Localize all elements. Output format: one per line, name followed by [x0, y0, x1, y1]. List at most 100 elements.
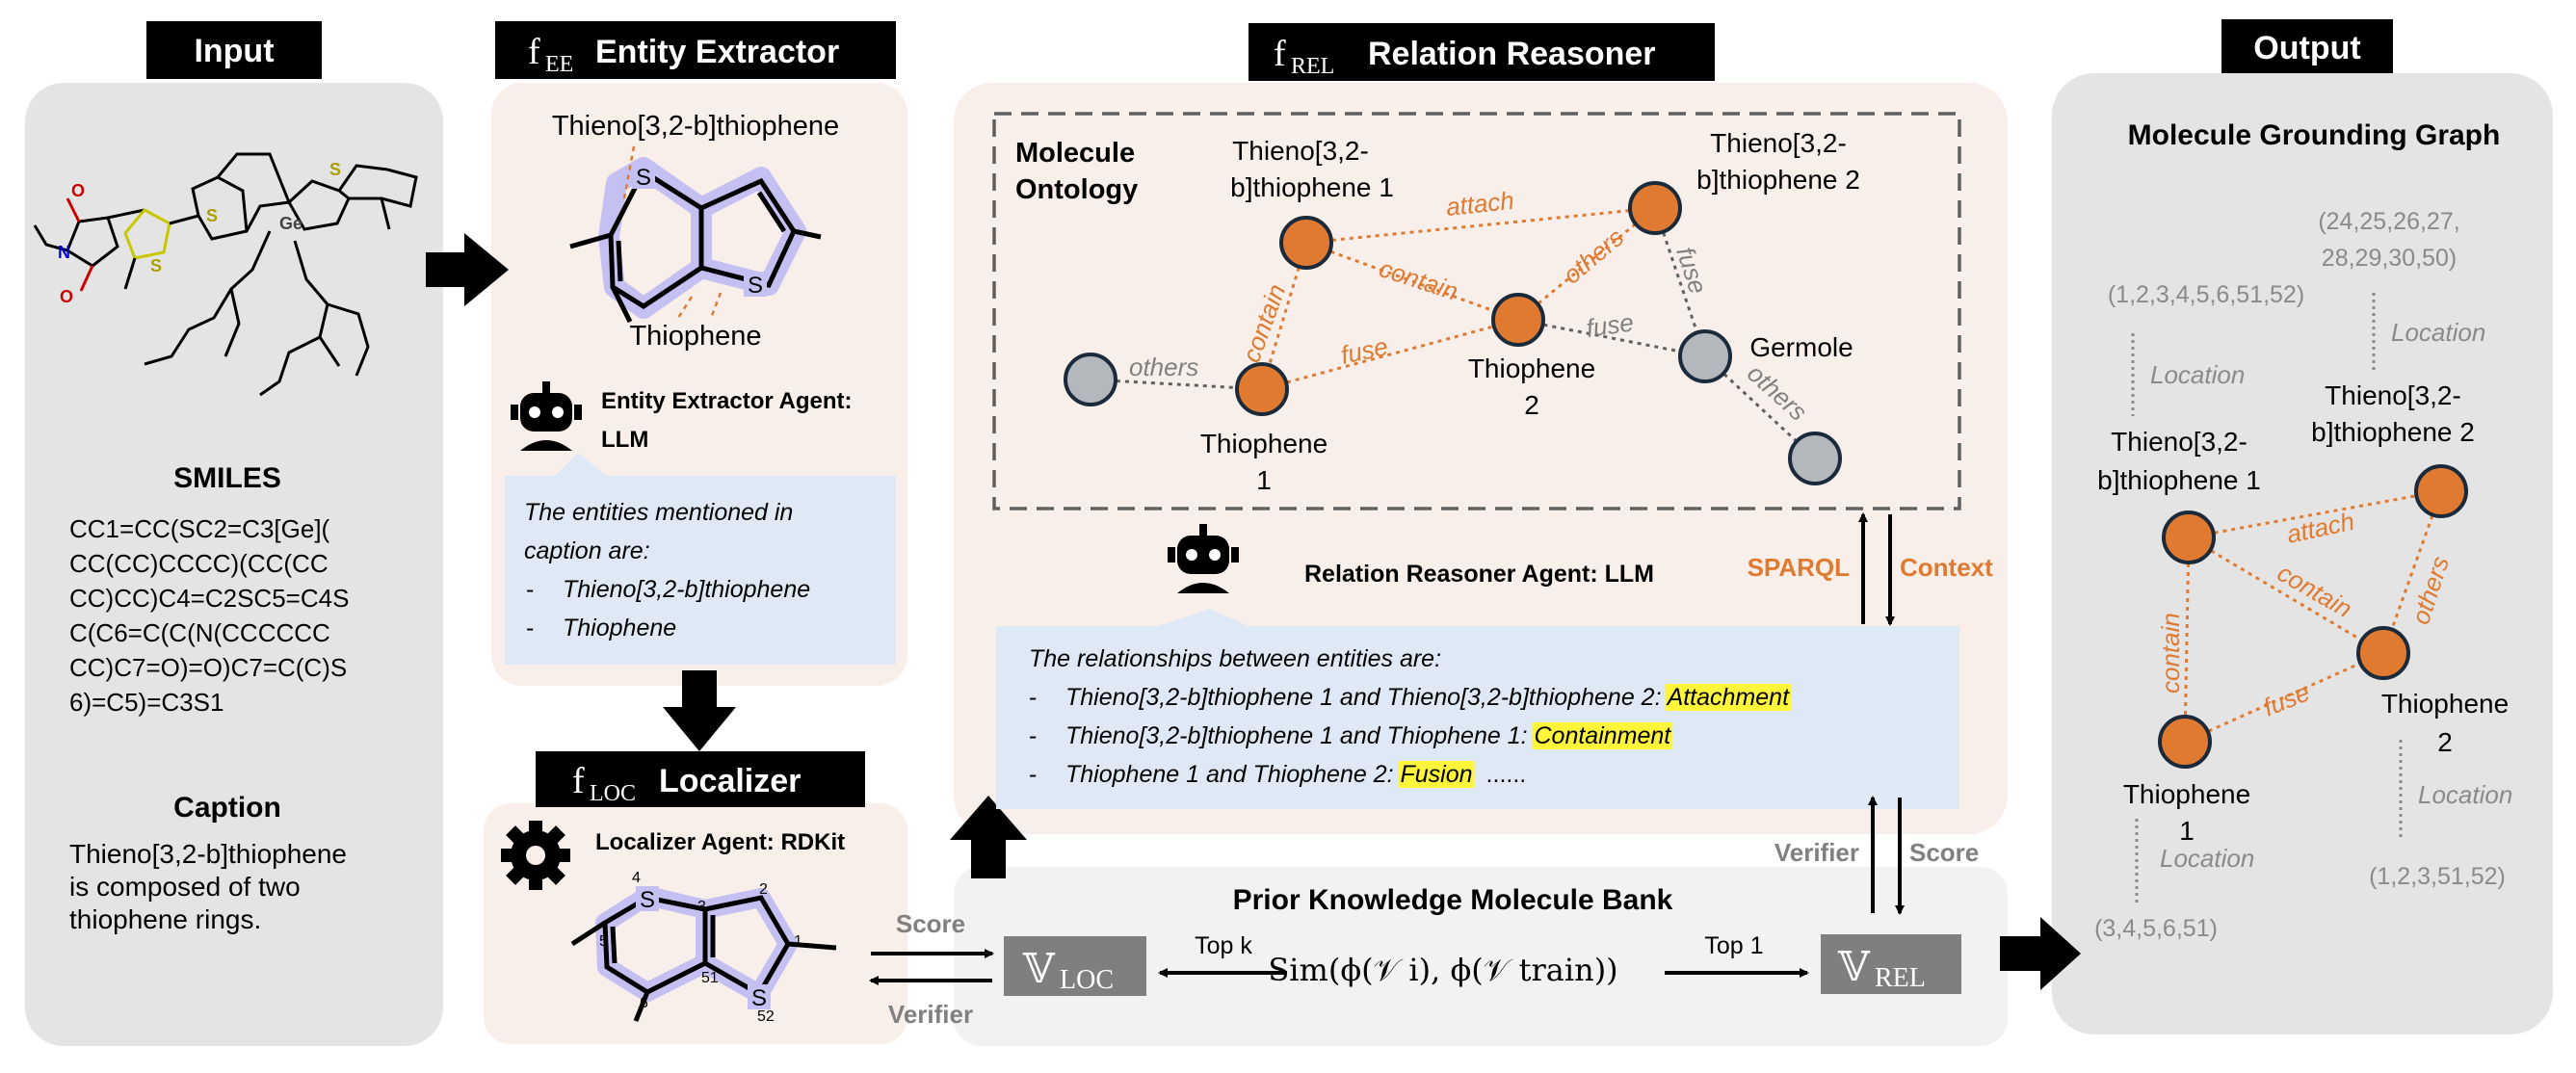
svg-text:Thiophene: Thiophene	[2381, 689, 2509, 719]
reasoner-agent-title: Relation Reasoner Agent: LLM	[1304, 561, 1654, 588]
input-molecule-atom-labels: O O N S S Ge S	[58, 160, 341, 306]
svg-text:4: 4	[632, 870, 641, 886]
svg-text:S: S	[329, 160, 341, 179]
extractor-bottom-label: Thiophene	[629, 321, 761, 352]
svg-text:Entity Extractor: Entity Extractor	[595, 34, 839, 70]
sparql-label: SPARQL	[1748, 553, 1851, 582]
output-location-lines	[2131, 293, 2403, 905]
output-title: Molecule Grounding Graph	[2128, 119, 2501, 151]
svg-text:N: N	[58, 243, 70, 262]
svg-text:S: S	[640, 887, 655, 913]
svg-text:fuse: fuse	[1585, 307, 1636, 343]
extractor-agent-title: Entity Extractor Agent:	[601, 388, 852, 414]
svg-text:is composed of two: is composed of two	[69, 872, 301, 902]
svg-text:1: 1	[2179, 816, 2195, 846]
svg-text:b]thiophene 1: b]thiophene 1	[1230, 172, 1394, 202]
svg-text:S: S	[206, 206, 218, 225]
smiles-text: CC1=CC(SC2=C3[Ge]( CC(CC)CCCC)(CC(CC CC)…	[69, 514, 349, 717]
svg-text:S: S	[751, 985, 767, 1011]
svg-text:Thiophene 1 and Thiophene 2: F: Thiophene 1 and Thiophene 2: Fusion.....…	[1065, 761, 1526, 788]
svg-text:Thieno[3,2-b]thiophene: Thieno[3,2-b]thiophene	[563, 576, 810, 603]
reasoner-bubble: The relationships between entities are: …	[996, 609, 1959, 809]
relation-item: - Thiophene 1 and Thiophene 2: Fusion...…	[1029, 761, 1526, 788]
svg-text:Thieno[3,2-: Thieno[3,2-	[1710, 128, 1847, 158]
extractor-molecule: S S	[569, 145, 822, 324]
svg-text:Thiophene: Thiophene	[2123, 779, 2250, 809]
svg-text:Output: Output	[2253, 30, 2360, 66]
svg-text:CC)CC)C4=C2SC5=C4S: CC)CC)C4=C2SC5=C4S	[69, 584, 349, 613]
output-panel	[2052, 73, 2553, 1034]
caption-title: Caption	[173, 792, 281, 824]
caption-text: Thieno[3,2-b]thiophene is composed of tw…	[69, 839, 347, 934]
svg-text:51: 51	[701, 970, 719, 986]
svg-text:b]thiophene 2: b]thiophene 2	[1696, 165, 1860, 195]
input-header: Input	[146, 21, 322, 79]
svg-text:attach: attach	[1444, 186, 1515, 222]
gear-icon	[501, 821, 570, 890]
relation-highlight	[1398, 761, 1475, 788]
svg-text:1: 1	[794, 933, 802, 950]
svg-text:-: -	[1029, 761, 1037, 788]
top-k-label: Top k	[1195, 932, 1252, 959]
svg-text:-: -	[526, 576, 534, 603]
svg-text:Thiophene: Thiophene	[1200, 429, 1327, 458]
rel-score-label: Score	[1909, 838, 1979, 867]
input-molecule-structure	[33, 152, 418, 397]
svg-text:The entities mentioned in: The entities mentioned in	[524, 499, 793, 526]
svg-text:CC(CC)CCCC)(CC(CC: CC(CC)CCCC)(CC(CC	[69, 549, 329, 578]
svg-text:EE: EE	[545, 52, 573, 77]
svg-text:-: -	[526, 615, 534, 641]
svg-text:others: others	[1129, 353, 1198, 381]
svg-text:Location: Location	[2160, 844, 2254, 873]
svg-text:S: S	[150, 256, 162, 275]
relation-highlight	[1665, 684, 1792, 711]
svg-text:(24,25,26,27,: (24,25,26,27,	[2318, 208, 2459, 235]
svg-text:Thieno[3,2-b]thiophene: Thieno[3,2-b]thiophene	[69, 839, 347, 869]
extractor-header: f EE Entity Extractor	[495, 21, 896, 79]
relation-highlight	[1532, 722, 1673, 749]
svg-text:f: f	[1274, 34, 1286, 74]
v-rel-box: 𝕍 REL	[1821, 934, 1961, 994]
svg-text:Thieno[3,2-: Thieno[3,2-	[2111, 427, 2247, 457]
localizer-to-reasoner-arrow	[950, 796, 1027, 878]
extractor-to-localizer-arrow	[663, 670, 736, 751]
bank-panel	[954, 867, 2008, 1046]
svg-text:Location: Location	[2150, 360, 2245, 389]
svg-text:-: -	[1029, 684, 1037, 711]
svg-text:caption are:: caption are:	[524, 537, 650, 564]
sim-formula: Sim(ϕ(𝒱 i), ϕ(𝒱 train))	[1268, 952, 1617, 988]
localizer-agent-title: Localizer Agent: RDKit	[595, 829, 845, 855]
svg-text:Ge: Ge	[279, 214, 302, 233]
ontology-nodes	[1064, 181, 1842, 485]
svg-text:2: 2	[759, 881, 768, 898]
svg-text:Germole: Germole	[1749, 332, 1853, 362]
svg-text:contain: contain	[2156, 613, 2185, 694]
svg-text:The relationships between enti: The relationships between entities are:	[1029, 645, 1441, 672]
svg-text:O: O	[60, 287, 73, 306]
svg-text:(1,2,3,51,52): (1,2,3,51,52)	[2369, 863, 2506, 890]
svg-text:Thieno[3,2-b]thiophene 1 and T: Thieno[3,2-b]thiophene 1 and Thieno[3,2-…	[1065, 684, 1790, 711]
svg-text:S: S	[636, 165, 651, 191]
localizer-verifier-label: Verifier	[888, 1000, 973, 1029]
ontology-title-2: Ontology	[1015, 174, 1138, 205]
svg-text:REL: REL	[1291, 54, 1334, 79]
localizer-header: f LOC Localizer	[536, 751, 865, 807]
svg-text:b]thiophene 2: b]thiophene 2	[2311, 417, 2475, 447]
smiles-title: SMILES	[173, 462, 281, 494]
extractor-bubble: The entities mentioned in caption are: -…	[505, 453, 896, 665]
localizer-molecule: S S 4 3 2 5 1 6 51 52	[570, 870, 837, 1025]
svg-text:f: f	[528, 32, 540, 72]
relation-item: - Thieno[3,2-b]thiophene 1 and Thiophene…	[1029, 722, 1673, 749]
robot-icon	[511, 381, 582, 451]
rel-verifier-label: Verifier	[1774, 838, 1859, 867]
svg-text:thiophene rings.: thiophene rings.	[69, 904, 261, 934]
context-label: Context	[1900, 553, 1993, 582]
svg-text:Relation Reasoner: Relation Reasoner	[1368, 36, 1656, 72]
extractor-agent-title-2: LLM	[601, 427, 648, 453]
ontology-title: Molecule	[1015, 138, 1135, 169]
svg-text:LOC: LOC	[590, 781, 636, 806]
svg-text:(3,4,5,6,51): (3,4,5,6,51)	[2094, 915, 2218, 942]
svg-text:2: 2	[2437, 727, 2453, 757]
output-nodes	[2158, 464, 2468, 769]
svg-text:CC)C7=O)=O)C7=C(C)S: CC)C7=O)=O)C7=C(C)S	[69, 653, 347, 682]
